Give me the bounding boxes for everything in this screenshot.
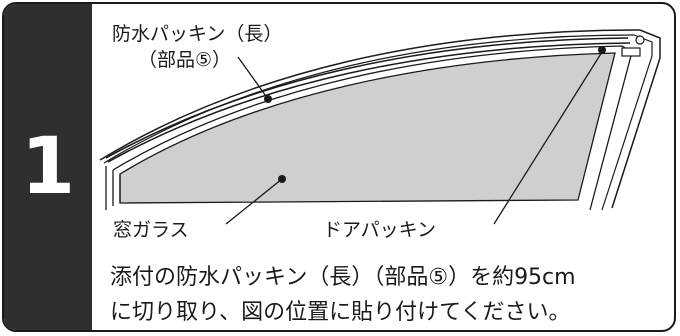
label-window-glass: 窓ガラス [113,219,189,241]
window-glass [119,52,616,204]
window-frame-lower [105,166,121,210]
marker-gasket-long [264,95,272,103]
marker-door-gasket [598,46,606,54]
instruction-line-1: 添付の防水パッキン（長）（部品⑤）を約95cm [110,265,576,290]
door-window-diagram [99,29,661,225]
marker-window-glass [278,175,286,183]
door-gasket-end [621,47,641,57]
door-frame-outer [99,29,661,209]
label-door-gasket: ドアパッキン [323,219,437,241]
waterproof-gasket-strip [105,37,629,159]
window-frame-inner [112,45,633,211]
leader-window-glass [225,178,283,225]
step-number: 1 [20,122,76,212]
door-gasket-corner [635,35,645,45]
leader-gasket-long [237,56,269,100]
leader-door-gasket [493,51,603,225]
door-frame-outer-2 [103,34,653,211]
label-waterproof-gasket-long: 防水パッキン（長） [112,23,283,45]
step-band: 1 [4,4,92,330]
label-part-5: （部品⑤） [138,49,232,71]
waterproof-gasket-strip-inner [107,42,631,163]
instruction-line-2: に切り取り、図の位置に貼り付けてください。 [110,300,571,325]
